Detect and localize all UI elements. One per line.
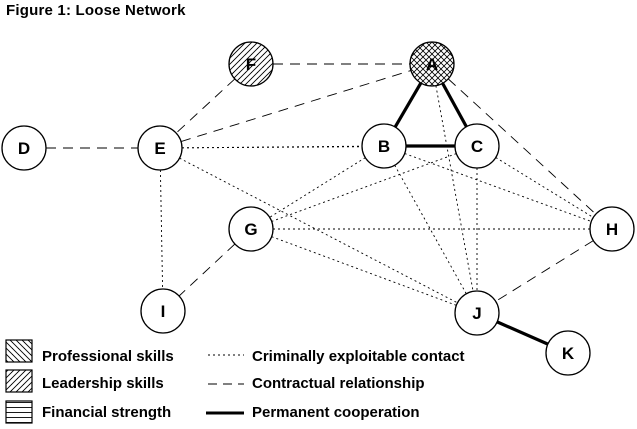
- node-F-label: F: [246, 55, 256, 74]
- node-I-circle: [140, 288, 186, 334]
- legend-label-professional: Professional skills: [42, 348, 174, 365]
- node-E: E: [137, 125, 183, 171]
- node-G: G: [228, 206, 274, 252]
- edge-dotted-A-J: [435, 85, 474, 292]
- nodes-layer: A B C D E F G H I J K: [1, 41, 635, 376]
- node-C: C: [454, 123, 500, 169]
- node-J-circle: [454, 290, 500, 336]
- edge-dotted-E-I: [159, 169, 164, 290]
- node-I-label: I: [161, 302, 166, 321]
- edge-dotted-C-G: [271, 153, 457, 222]
- node-C-label: C: [471, 137, 483, 156]
- edge-dotted-E-C: [181, 145, 456, 149]
- legend-swatch-leadership: [5, 369, 33, 393]
- legend-swatch-financial: [5, 400, 33, 424]
- node-B-label: B: [378, 137, 390, 156]
- node-F-circle: [228, 41, 274, 87]
- edge-dotted-B-H: [404, 153, 592, 222]
- node-K-circle: [545, 330, 591, 376]
- legend: Professional skills Leadership skills Fi…: [5, 339, 465, 424]
- edge-dotted-E-J: [179, 157, 458, 304]
- node-H-circle: [589, 206, 635, 252]
- edge-dashed-E-A: [180, 70, 412, 142]
- node-K: K: [545, 330, 591, 376]
- edge-dashed-G-I: [178, 243, 236, 297]
- node-G-label: G: [244, 220, 257, 239]
- edge-dotted-B-J: [394, 165, 467, 294]
- edge-solid-A-C: [441, 82, 468, 128]
- node-A: A: [409, 41, 455, 87]
- node-B-circle: [361, 123, 407, 169]
- figure-title: Figure 1: Loose Network: [6, 2, 186, 19]
- node-A-circle: [409, 41, 455, 87]
- edge-dashed-H-J: [495, 240, 594, 302]
- edge-dotted-G-J: [271, 236, 457, 306]
- node-B: B: [361, 123, 407, 169]
- node-H: H: [589, 206, 635, 252]
- node-C-circle: [454, 123, 500, 169]
- edge-dotted-C-H: [495, 157, 594, 218]
- legend-label-solid: Permanent cooperation: [252, 404, 420, 421]
- legend-label-leadership: Leadership skills: [42, 375, 164, 392]
- node-I: I: [140, 288, 186, 334]
- legend-label-dotted: Criminally exploitable contact: [252, 348, 465, 365]
- edges-layer: [46, 63, 597, 346]
- node-H-label: H: [606, 220, 618, 239]
- node-J: J: [454, 290, 500, 336]
- node-G-circle: [228, 206, 274, 252]
- edge-dashed-F-E: [175, 78, 236, 134]
- node-D-circle: [1, 125, 47, 171]
- node-J-label: J: [472, 304, 481, 323]
- legend-label-financial: Financial strength: [42, 404, 171, 421]
- node-E-circle: [137, 125, 183, 171]
- node-D: D: [1, 125, 47, 171]
- legend-swatch-professional: [5, 339, 33, 363]
- node-D-label: D: [18, 139, 30, 158]
- edge-dotted-B-G: [269, 157, 366, 218]
- node-K-label: K: [562, 344, 575, 363]
- edge-solid-A-B: [393, 82, 423, 128]
- node-F: F: [228, 41, 274, 87]
- edge-solid-J-K: [496, 320, 549, 346]
- node-A-label: A: [426, 55, 438, 74]
- legend-label-dashed: Contractual relationship: [252, 375, 425, 392]
- node-E-label: E: [154, 139, 165, 158]
